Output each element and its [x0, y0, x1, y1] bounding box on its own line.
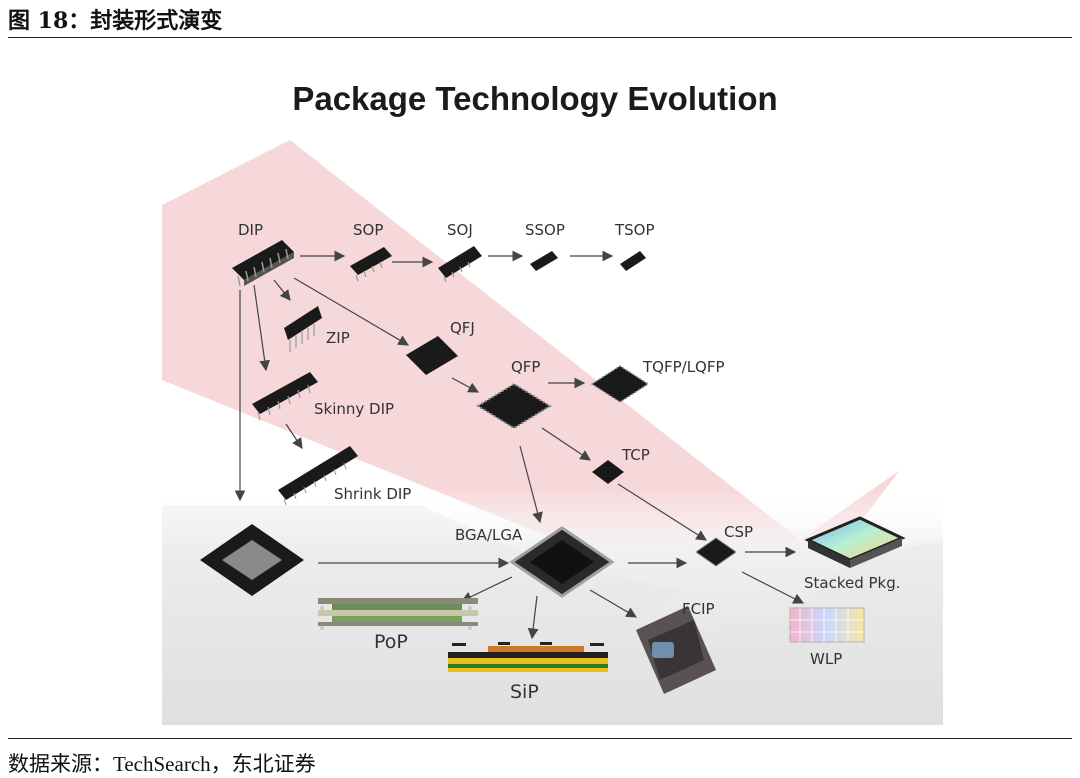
- label-soj: SOJ: [447, 221, 473, 239]
- pop-cross-section: [318, 598, 478, 630]
- label-tqfp-lqfp: TQFP/LQFP: [642, 358, 725, 376]
- sop-chip: [350, 247, 392, 282]
- label-csp: CSP: [724, 523, 753, 541]
- label-zip: ZIP: [326, 329, 350, 347]
- diagram-title: Package Technology Evolution: [292, 80, 777, 117]
- csp-chip: [695, 537, 737, 567]
- qfj-chip: [406, 336, 458, 375]
- label-pop: PoP: [374, 631, 408, 653]
- qfp-chip: [476, 382, 552, 430]
- zip-chip: [284, 306, 322, 352]
- stacked-package: [804, 516, 906, 568]
- wlp-wafer: [789, 607, 865, 643]
- figure-source: 数据来源：TechSearch，东北证券: [8, 752, 316, 776]
- early-bga-package: [200, 524, 304, 596]
- bottom-rule: [8, 738, 1072, 739]
- skinny-dip-chip: [252, 372, 318, 421]
- fcip-package: [636, 606, 716, 694]
- ssop-chip: [530, 251, 558, 271]
- shrink-dip-chip: [278, 446, 358, 506]
- top-rule: [8, 37, 1072, 38]
- sip-cross-section: [448, 642, 608, 672]
- label-ssop: SSOP: [525, 221, 565, 239]
- label-wlp: WLP: [810, 650, 842, 668]
- tqfp-lqfp-chip: [590, 365, 650, 403]
- label-skinny-dip: Skinny DIP: [314, 400, 394, 418]
- figure-caption: 图 18：封装形式演变: [8, 8, 223, 34]
- bga-lga-package: [509, 526, 615, 598]
- label-sop: SOP: [353, 221, 383, 239]
- dip-chip: [232, 240, 294, 287]
- label-bga-lga: BGA/LGA: [455, 526, 523, 544]
- label-fcip: FCIP: [682, 600, 715, 618]
- tcp-chip: [592, 460, 624, 484]
- flow-arrows: [234, 250, 805, 640]
- label-dip: DIP: [238, 221, 263, 239]
- soj-chip: [438, 246, 482, 283]
- label-stacked-pkg: Stacked Pkg.: [804, 574, 901, 592]
- label-tcp: TCP: [621, 446, 650, 464]
- label-tsop: TSOP: [614, 221, 655, 239]
- label-qfp: QFP: [511, 358, 540, 376]
- label-shrink-dip: Shrink DIP: [334, 485, 411, 503]
- label-sip: SiP: [510, 681, 539, 703]
- label-qfj: QFJ: [450, 319, 475, 337]
- tsop-chip: [620, 251, 646, 271]
